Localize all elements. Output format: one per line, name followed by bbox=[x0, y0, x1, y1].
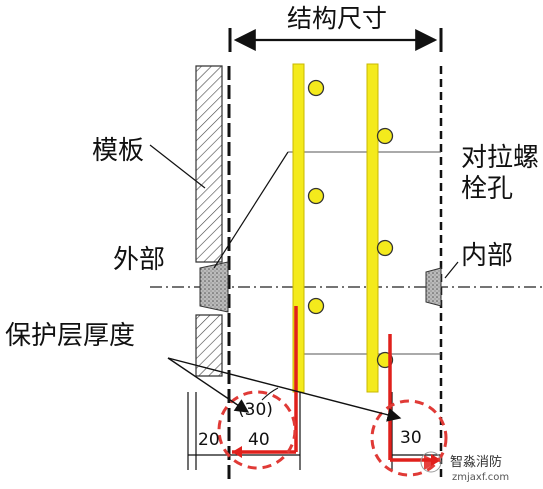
watermark-name: 智淼消防 bbox=[450, 455, 503, 470]
right-highlight-circle bbox=[370, 399, 448, 477]
tie-bolt-label-line1: 对拉螺 bbox=[461, 143, 540, 173]
transverse-bars bbox=[307, 79, 394, 369]
outside-leader bbox=[213, 151, 289, 269]
inner-bolt-cone bbox=[425, 267, 442, 307]
dimension-paren-30: (30) bbox=[238, 400, 273, 420]
paren-leader bbox=[261, 387, 279, 401]
tie-bolt-label-line2: 栓孔 bbox=[461, 174, 514, 204]
watermark-logo bbox=[420, 451, 442, 473]
dimension-40: 40 bbox=[248, 430, 270, 450]
formwork-leader bbox=[149, 144, 206, 189]
left-highlight-circle bbox=[217, 390, 297, 470]
cover-leader-left bbox=[167, 357, 250, 413]
outer-bolt-cone bbox=[199, 261, 229, 313]
formwork-board bbox=[195, 65, 223, 377]
dimension-right-30: 30 bbox=[400, 428, 422, 448]
outside-label: 外部 bbox=[113, 245, 166, 275]
structure-size-title: 结构尺寸 bbox=[287, 4, 388, 33]
top-dimension bbox=[228, 28, 443, 52]
cover-leader-right bbox=[167, 357, 402, 422]
inner-rebar bbox=[366, 63, 379, 393]
watermark-url: zmjaxf.com bbox=[452, 472, 510, 483]
inside-label: 内部 bbox=[461, 241, 514, 271]
section-lines bbox=[288, 151, 441, 355]
cover-arrow-left bbox=[232, 446, 242, 458]
inside-leader bbox=[444, 261, 459, 279]
formwork-label: 模板 bbox=[92, 136, 145, 166]
cover-thickness-label: 保护层厚度 bbox=[5, 321, 136, 351]
dimension-20: 20 bbox=[198, 430, 220, 450]
